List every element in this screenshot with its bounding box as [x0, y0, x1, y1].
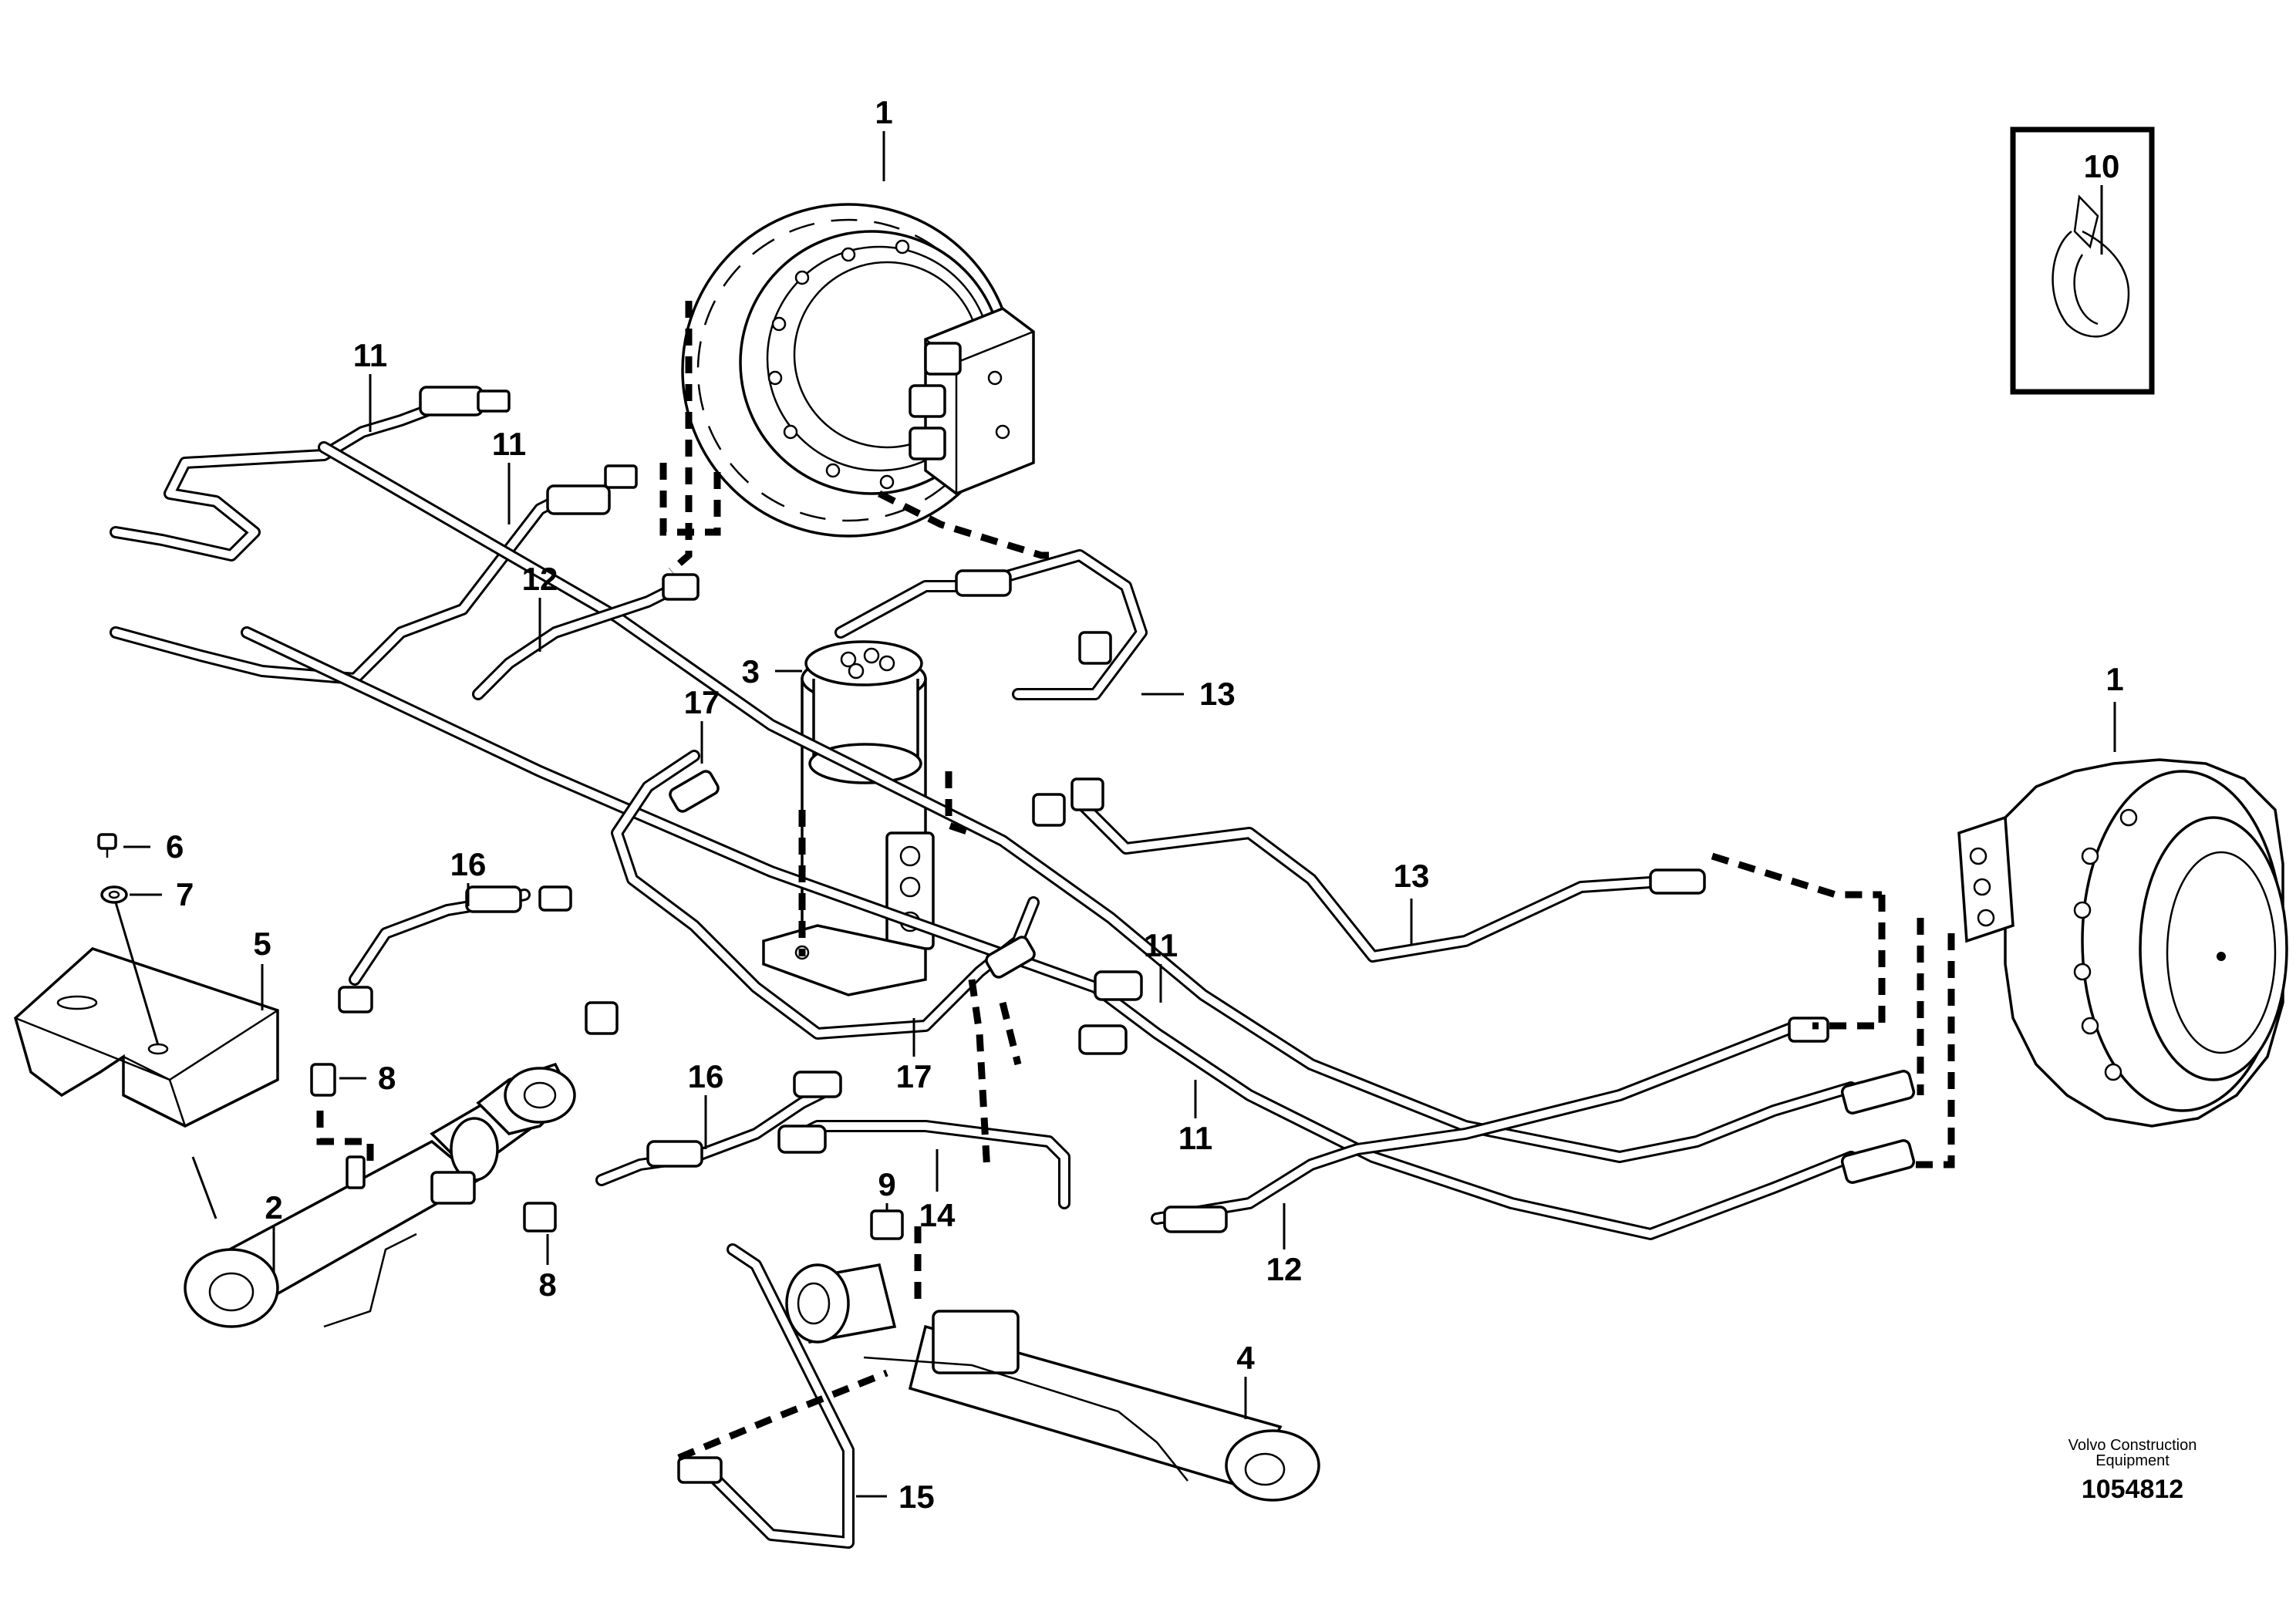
- callout-1-top: 1: [875, 94, 892, 130]
- cable-tie-inset: [2010, 126, 2155, 395]
- callout-5: 5: [253, 926, 271, 962]
- callout-17-b: 17: [896, 1058, 932, 1094]
- callout-12-b: 12: [1266, 1251, 1303, 1287]
- callout-17-a: 17: [684, 684, 720, 720]
- callout-4: 4: [1236, 1340, 1255, 1376]
- travel-motor-top: [681, 203, 1035, 538]
- cylinder-right: [785, 1263, 1320, 1502]
- motor-bolts-top: [767, 239, 910, 490]
- callout-11-d: 11: [1178, 1120, 1212, 1156]
- callout-13-a: 13: [1199, 676, 1236, 712]
- callout-11-c: 11: [1144, 927, 1178, 963]
- callout-3: 3: [742, 653, 760, 690]
- callout-9: 9: [878, 1166, 895, 1202]
- credit-line-1: Volvo Construction: [2068, 1437, 2197, 1454]
- callout-8-b: 8: [538, 1266, 556, 1303]
- callout-12-a: 12: [522, 561, 558, 597]
- hydraulic-lines: [110, 301, 1955, 1549]
- fittings: [310, 1063, 904, 1240]
- callout-15: 15: [899, 1479, 935, 1515]
- callout-11-a: 11: [353, 337, 387, 373]
- callout-16-b: 16: [688, 1058, 724, 1094]
- callout-11-b: 11: [492, 426, 526, 462]
- callout-14: 14: [919, 1197, 956, 1233]
- callout-10: 10: [2084, 148, 2120, 184]
- callout-2: 2: [265, 1189, 282, 1226]
- bracket: [14, 947, 279, 1219]
- bolt-and-washer: [97, 833, 160, 1046]
- callout-16-a: 16: [450, 846, 487, 882]
- travel-motor-right: [1957, 758, 2288, 1128]
- callout-13-b: 13: [1394, 858, 1430, 894]
- rotary-joint: [762, 640, 935, 996]
- diagram-part-number: 1054812: [2082, 1475, 2183, 1504]
- callout-6: 6: [166, 828, 184, 865]
- credit-line-2: Equipment: [2095, 1452, 2170, 1469]
- callout-8-a: 8: [378, 1060, 396, 1096]
- cylinder-left: [184, 1062, 576, 1328]
- callout-7: 7: [176, 876, 194, 912]
- callout-1-right: 1: [2106, 661, 2123, 697]
